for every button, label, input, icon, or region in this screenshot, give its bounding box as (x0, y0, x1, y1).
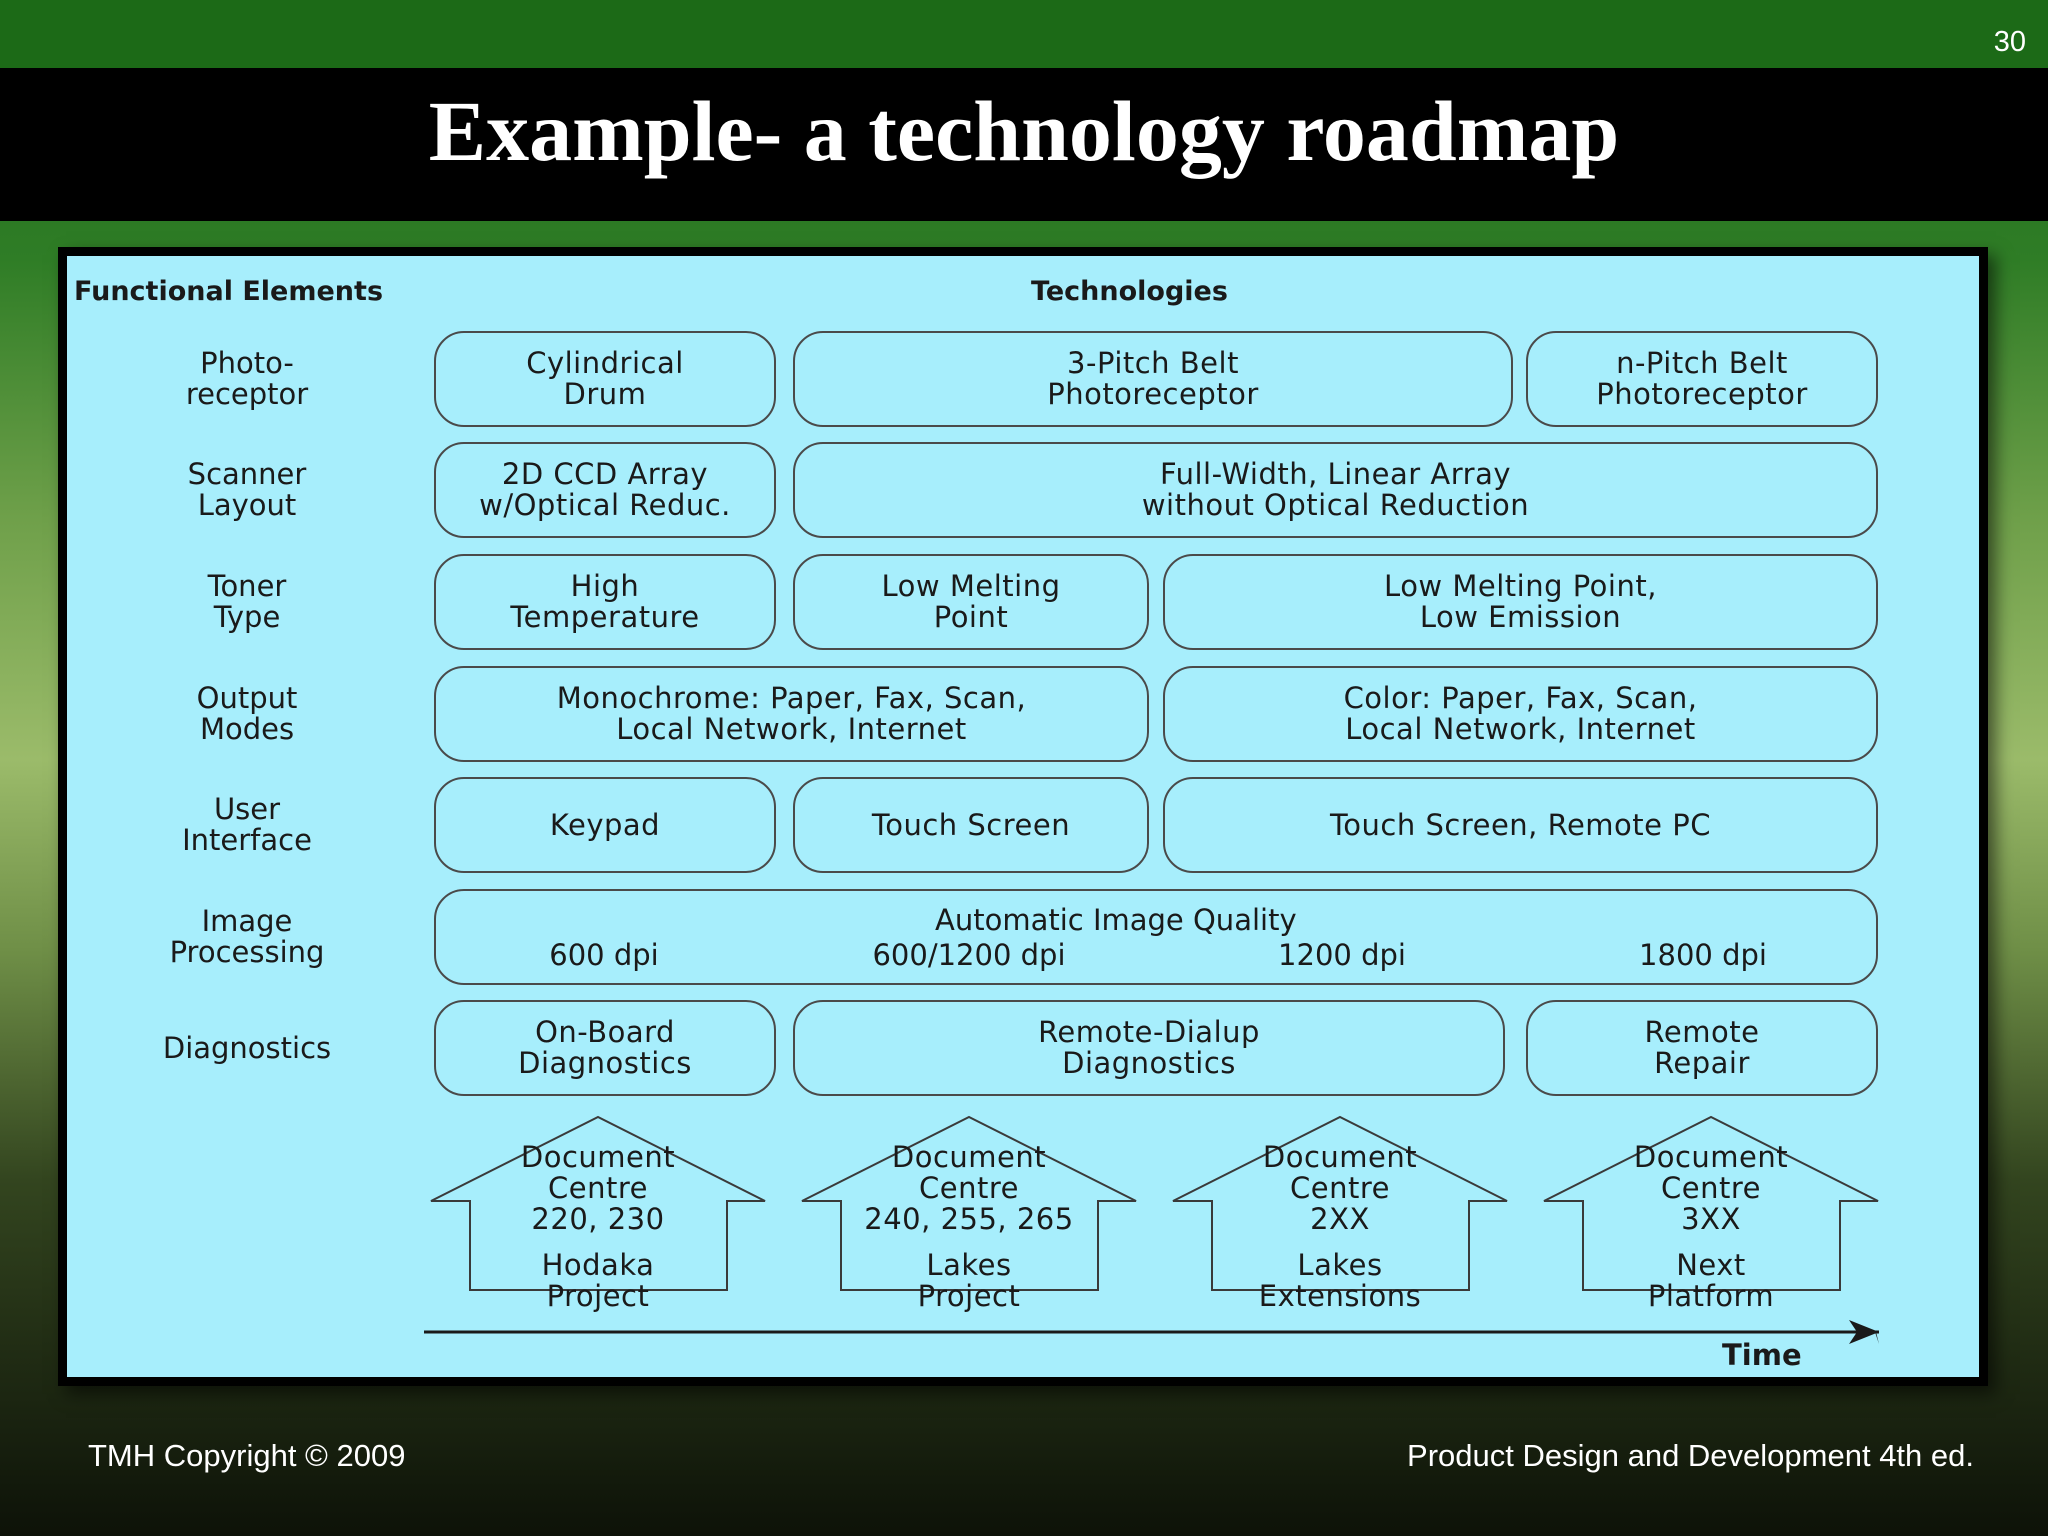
page-number: 30 (1993, 26, 2026, 58)
platform-2-project: Lakes Project (917, 1248, 1021, 1313)
slide-title: Example- a technology roadmap (428, 83, 1620, 179)
dpi-1200: 1200 dpi (1278, 938, 1406, 972)
box-touch-screen-remote-pc: Touch Screen, Remote PC (1163, 777, 1878, 873)
time-axis-arrowhead-solid (1849, 1320, 1879, 1344)
row-label-diagnostics: Diagnostics (162, 1031, 332, 1065)
box-full-width-linear-array: Full-Width, Linear Array without Optical… (793, 442, 1878, 538)
row-label-photoreceptor: Photo- receptor (185, 346, 309, 411)
platform-1-product: Document Centre 220, 230 (520, 1140, 676, 1236)
platform-1-project: Hodaka Project (541, 1248, 655, 1313)
platform-4-product: Document Centre 3XX (1633, 1140, 1789, 1236)
automatic-image-quality-label: Automatic Image Quality (935, 903, 1297, 937)
platform-3-project: Lakes Extensions (1258, 1248, 1422, 1313)
box-automatic-image-quality (434, 889, 1878, 985)
dpi-600-1200: 600/1200 dpi (872, 938, 1066, 972)
platform-arrow-4 (1543, 1115, 1879, 1291)
row-label-scanner-layout: Scanner Layout (187, 457, 307, 522)
top-bar (0, 0, 2048, 68)
dpi-600: 600 dpi (549, 938, 659, 972)
time-axis-label: Time (1722, 1338, 1802, 1372)
platform-2-product: Document Centre 240, 255, 265 (864, 1140, 1074, 1236)
box-monochrome: Monochrome: Paper, Fax, Scan, Local Netw… (434, 666, 1149, 762)
box-color: Color: Paper, Fax, Scan, Local Network, … (1163, 666, 1878, 762)
arrows-layer (424, 1115, 1879, 1344)
platform-arrow-2 (801, 1115, 1137, 1291)
box-keypad: Keypad (434, 777, 776, 873)
row-label-user-interface: User Interface (182, 792, 312, 857)
platform-arrow-3 (1172, 1115, 1508, 1291)
box-high-temperature: High Temperature (434, 554, 776, 650)
platform-4-project: Next Platform (1647, 1248, 1775, 1313)
row-label-output-modes: Output Modes (196, 681, 298, 746)
dpi-1800: 1800 dpi (1639, 938, 1767, 972)
box-low-melting-point: Low Melting Point (793, 554, 1149, 650)
platform-arrow-1 (430, 1115, 766, 1291)
platform-3-product: Document Centre 2XX (1262, 1140, 1418, 1236)
technologies-header: Technologies (1031, 276, 1228, 307)
box-on-board-diagnostics: On-Board Diagnostics (434, 1000, 776, 1096)
row-label-toner-type: Toner Type (207, 569, 287, 634)
footer-book-title: Product Design and Development 4th ed. (1407, 1438, 1974, 1473)
footer-copyright: TMH Copyright © 2009 (88, 1438, 406, 1473)
box-remote-dialup-diagnostics: Remote-Dialup Diagnostics (793, 1000, 1505, 1096)
box-remote-repair: Remote Repair (1526, 1000, 1878, 1096)
box-n-pitch-belt: n-Pitch Belt Photoreceptor (1526, 331, 1878, 427)
functional-elements-header: Functional Elements (74, 276, 384, 307)
box-touch-screen: Touch Screen (793, 777, 1149, 873)
box-cylindrical-drum: Cylindrical Drum (434, 331, 776, 427)
box-3-pitch-belt: 3-Pitch Belt Photoreceptor (793, 331, 1513, 427)
title-bar (0, 68, 2048, 221)
roadmap-diagram: Functional Elements Technologies Photo- … (67, 256, 1979, 1377)
box-low-melting-low-emission: Low Melting Point, Low Emission (1163, 554, 1878, 650)
box-2d-ccd-array: 2D CCD Array w/Optical Reduc. (434, 442, 776, 538)
row-label-image-processing: Image Processing (169, 904, 325, 969)
